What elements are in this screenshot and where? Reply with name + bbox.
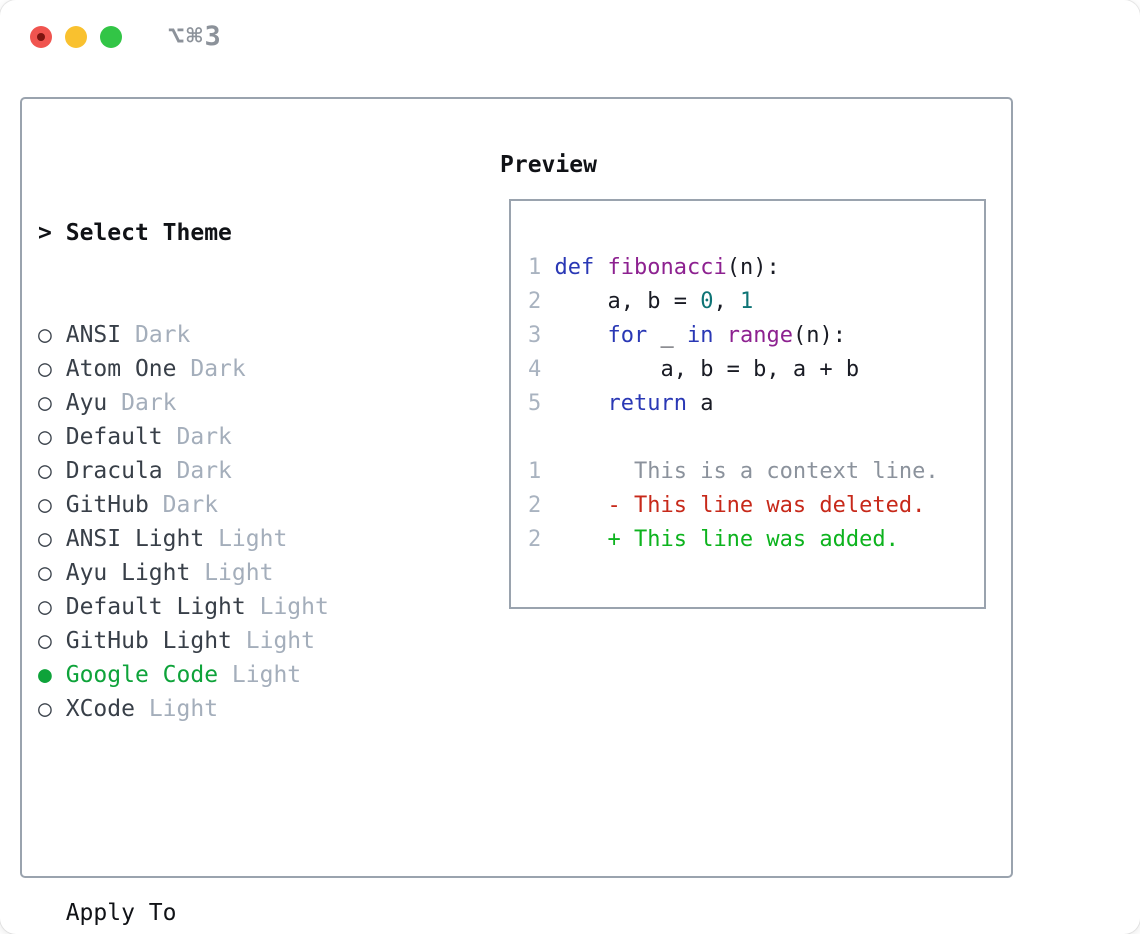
- theme-preview-pane: 1 def fibonacci(n): 2 a, b = 0, 1 3 for _ …: [509, 199, 986, 609]
- theme-variant-label: Light: [259, 594, 329, 620]
- radio-icon: ○: [38, 526, 52, 552]
- line-number: 3: [528, 323, 542, 348]
- theme-name: GitHub Light: [65, 628, 232, 654]
- line-number: 4: [528, 357, 542, 382]
- radio-icon: ○: [38, 424, 52, 450]
- code-preview: 1 def fibonacci(n): 2 a, b = 0, 1 3 for _ …: [528, 251, 984, 557]
- theme-name: Default Light: [65, 594, 246, 620]
- code-line: 2 a, b = 0, 1: [528, 289, 754, 314]
- theme-name: XCode: [65, 696, 135, 722]
- line-number: 2: [528, 493, 542, 518]
- theme-variant-label: Light: [218, 526, 288, 552]
- code-line: 2 + This line was added.: [528, 527, 899, 552]
- code-line: 4 a, b = b, a + b: [528, 357, 860, 382]
- theme-variant-label: Dark: [176, 424, 232, 450]
- apply-to-header-label: Apply To: [65, 900, 177, 926]
- code-line: [528, 421, 984, 455]
- theme-name: Atom One: [65, 356, 177, 382]
- theme-name: GitHub: [65, 492, 149, 518]
- theme-option-atom-one[interactable]: ○ Atom One Dark: [38, 352, 498, 386]
- theme-option-google-code[interactable]: ● Google Code Light: [38, 658, 498, 692]
- theme-variant-label: Dark: [176, 458, 232, 484]
- theme-variant-label: Dark: [190, 356, 246, 382]
- code-line: 2 - This line was deleted.: [528, 493, 926, 518]
- theme-name: Google Code: [65, 662, 219, 688]
- select-theme-header-label: Select Theme: [65, 220, 232, 246]
- theme-option-xcode[interactable]: ○ XCode Light: [38, 692, 498, 726]
- theme-variant-label: Dark: [121, 390, 177, 416]
- line-number: 2: [528, 289, 542, 314]
- code-line: 1 This is a context line.: [528, 459, 939, 484]
- title-bar: ⌥⌘3: [0, 0, 1140, 74]
- theme-name: Default: [65, 424, 163, 450]
- theme-name: Ayu: [65, 390, 108, 416]
- theme-option-ayu-light[interactable]: ○ Ayu Light Light: [38, 556, 498, 590]
- line-number: 2: [528, 527, 542, 552]
- spacer: [38, 794, 498, 828]
- radio-icon: ○: [38, 594, 52, 620]
- apply-to-header: Apply To: [38, 896, 498, 930]
- line-number: 1: [528, 255, 542, 280]
- theme-variant-label: Dark: [134, 322, 191, 348]
- radio-icon: ○: [38, 458, 52, 484]
- code-line: 1 def fibonacci(n):: [528, 255, 780, 280]
- line-number: 5: [528, 391, 542, 416]
- close-window-button[interactable]: [30, 26, 52, 48]
- theme-variant-label: Light: [204, 560, 274, 586]
- radio-selected-icon: ●: [38, 662, 52, 688]
- theme-option-default[interactable]: ○ Default Dark: [38, 420, 498, 454]
- theme-name: ANSI: [65, 322, 122, 348]
- preview-header-label: Preview: [500, 152, 597, 178]
- theme-list: > Select Theme ○ ANSI Dark○ Atom One Dar…: [38, 148, 498, 934]
- code-line: 3 for _ in range(n):: [528, 323, 846, 348]
- theme-name: ANSI Light: [65, 526, 205, 552]
- line-number: 1: [528, 459, 542, 484]
- code-line: 5 return a: [528, 391, 714, 416]
- theme-option-github[interactable]: ○ GitHub Dark: [38, 488, 498, 522]
- theme-name: Dracula: [65, 458, 163, 484]
- window-hotkey-label: ⌥⌘3: [168, 21, 223, 52]
- theme-name: Ayu Light: [65, 560, 191, 586]
- radio-icon: ○: [38, 356, 52, 382]
- theme-option-ansi-light[interactable]: ○ ANSI Light Light: [38, 522, 498, 556]
- theme-variant-label: Light: [148, 696, 219, 722]
- cursor-icon: >: [38, 220, 52, 246]
- minimize-window-button[interactable]: [65, 26, 87, 48]
- radio-icon: ○: [38, 696, 52, 722]
- theme-variant-label: Light: [245, 628, 315, 654]
- theme-variant-label: Light: [231, 662, 302, 688]
- select-theme-header: > Select Theme: [38, 216, 498, 250]
- theme-options: ○ ANSI Dark○ Atom One Dark○ Ayu Dark○ De…: [38, 318, 498, 726]
- theme-option-ayu[interactable]: ○ Ayu Dark: [38, 386, 498, 420]
- theme-option-default-light[interactable]: ○ Default Light Light: [38, 590, 498, 624]
- zoom-window-button[interactable]: [100, 26, 122, 48]
- radio-icon: ○: [38, 322, 52, 348]
- radio-icon: ○: [38, 492, 52, 518]
- theme-option-dracula[interactable]: ○ Dracula Dark: [38, 454, 498, 488]
- radio-icon: ○: [38, 390, 52, 416]
- theme-option-github-light[interactable]: ○ GitHub Light Light: [38, 624, 498, 658]
- radio-icon: ○: [38, 560, 52, 586]
- theme-option-ansi[interactable]: ○ ANSI Dark: [38, 318, 498, 352]
- radio-icon: ○: [38, 628, 52, 654]
- theme-variant-label: Dark: [162, 492, 219, 518]
